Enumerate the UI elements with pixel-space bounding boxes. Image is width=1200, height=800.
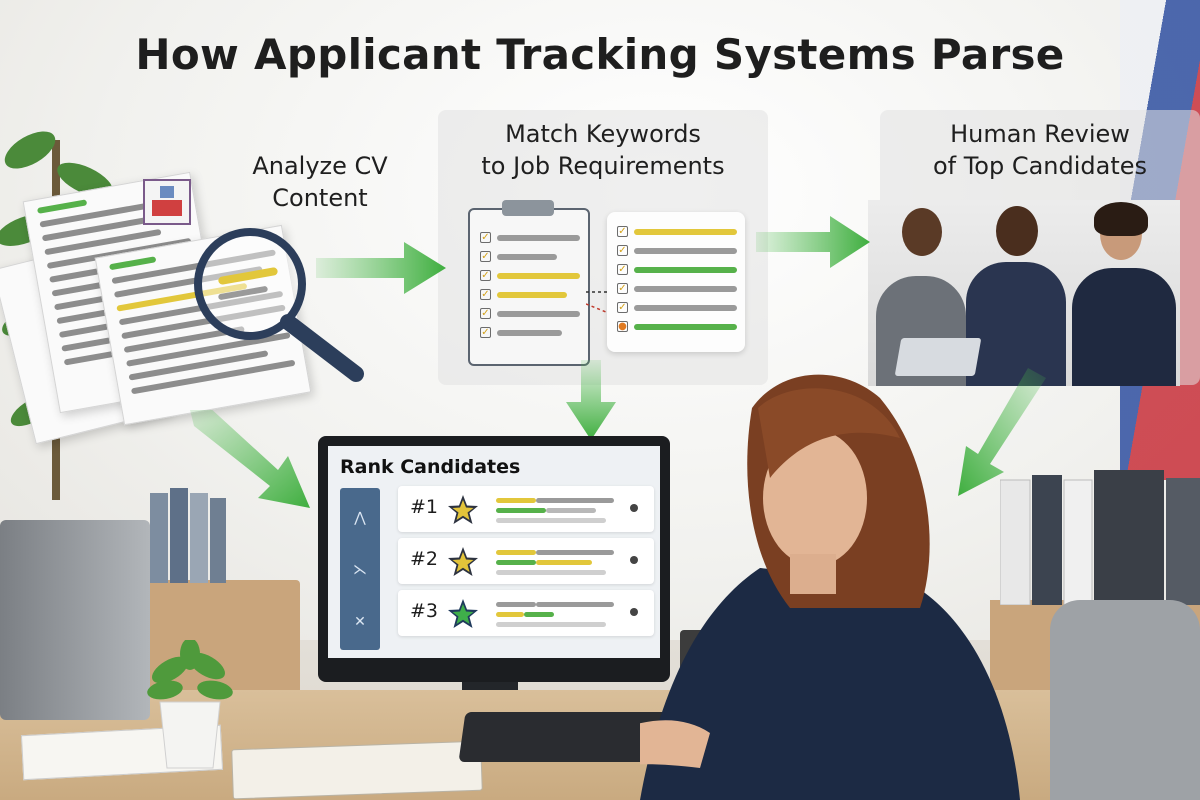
checkbox-icon: ✓ [480,232,491,243]
sidebar-tool-icon[interactable]: ⋀ [354,510,366,526]
cv-match-card: ✓ ✓ ✓ ✓ ✓ ● [607,212,745,352]
match-row: ✓ [617,302,737,313]
star-icon [448,495,478,524]
step-review-label-line1: Human Review [950,120,1130,148]
open-notebook [231,740,483,800]
checkbox-icon: ✓ [617,245,628,256]
step-analyze-label-line1: Analyze CV [252,152,388,180]
clipboard-icon: ✓ ✓ ✓ ✓ ✓ ✓ [468,208,590,366]
reviewer-right [1064,200,1180,386]
requirement-row: ✓ [480,270,580,281]
checkbox-icon: ✓ [480,327,491,338]
side-monitor [0,520,150,720]
step-review-label: Human Review of Top Candidates [880,118,1200,182]
binders-right [1000,470,1200,605]
checkbox-icon: ✓ [480,308,491,319]
candidate-row[interactable]: #1 [398,486,654,532]
clipboard-clip [502,200,554,216]
arrow-match-to-review [756,216,870,268]
diagram-title: How Applicant Tracking Systems Parse [135,30,1065,79]
candidate-rank: #1 [410,496,439,518]
sidebar-pin-icon[interactable]: ⋋ [353,562,367,578]
arrow-analyze-to-match [316,242,446,294]
candidate-row[interactable]: #2 [398,538,654,584]
row-menu-icon[interactable] [630,504,638,512]
checkbox-icon: ✓ [480,270,491,281]
checkbox-icon: ✓ [617,226,628,237]
desk-plant [147,640,233,769]
office-chair [1050,600,1200,800]
checkbox-icon: ✓ [617,302,628,313]
candidate-rank: #2 [410,548,439,570]
match-row: ✓ [617,264,737,275]
photo-thumbnail-icon [143,179,191,225]
candidate-rank: #3 [410,600,439,622]
arrow-match-to-rank [566,360,616,440]
requirement-row: ✓ [480,232,580,243]
requirement-row: ✓ [480,308,580,319]
match-connector-lines [586,291,626,321]
requirement-row: ✓ [480,327,580,338]
star-icon [448,599,478,628]
checkbox-icon: ✓ [617,283,628,294]
star-icon [448,547,478,576]
step-match-label: Match Keywords to Job Requirements [438,118,768,182]
arrow-review-to-rank [958,368,1046,496]
binders-left [150,488,226,583]
reviewer-middle [960,200,1070,386]
step-review-label-line2: of Top Candidates [932,152,1148,180]
step-analyze-label: Analyze CV Content [205,150,435,214]
step-match-label-line1: Match Keywords [505,120,701,148]
checkbox-icon: ✓ [480,289,491,300]
match-row: ● [617,321,737,332]
requirement-row: ✓ [480,289,580,300]
match-row: ✓ [617,283,737,294]
recruiter-woman [640,374,1020,800]
warning-check-icon: ● [617,321,628,332]
rank-screen-title: Rank Candidates [340,456,521,478]
requirement-row: ✓ [480,251,580,262]
row-menu-icon[interactable] [630,556,638,564]
step-match-label-line2: to Job Requirements [481,152,725,180]
match-row: ✓ [617,226,737,237]
sidebar-close-icon[interactable]: ✕ [354,614,366,630]
magnifying-glass-icon [194,228,364,382]
checkbox-icon: ✓ [480,251,491,262]
match-row: ✓ [617,245,737,256]
reviewers-photo [868,200,1180,386]
checkbox-icon: ✓ [617,264,628,275]
arrow-analyze-to-rank [190,410,310,508]
row-menu-icon[interactable] [630,608,638,616]
candidate-row[interactable]: #3 [398,590,654,636]
step-analyze-label-line2: Content [272,184,368,212]
rank-sidebar: ⋀ ⋋ ✕ [340,488,380,650]
